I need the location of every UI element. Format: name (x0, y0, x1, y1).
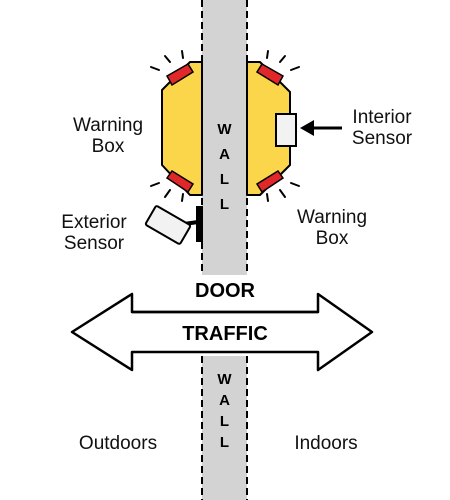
interior-sensor (275, 113, 342, 147)
indoors-label: Indoors (294, 433, 357, 454)
warning-box-right-top-light (255, 62, 285, 87)
wall-lower-letter: L (220, 413, 229, 430)
exterior-sensor-label-line1: Exterior (61, 212, 127, 233)
warning-box-left-bottom-light (165, 169, 195, 194)
interior-sensor-pointer-head (300, 120, 314, 136)
wall-lower-letter: A (219, 392, 230, 409)
warning-box-left-top-rays (150, 50, 184, 71)
traffic-arrow[interactable]: DOOR TRAFFIC (70, 280, 374, 372)
warning-box-left-label-line1: Warning (73, 115, 143, 136)
exterior-sensor-mount-plate (196, 206, 203, 242)
warning-box-right (246, 50, 300, 202)
exterior-sensor-body (144, 205, 192, 245)
wall-upper-letter: W (217, 121, 232, 138)
traffic-label: TRAFFIC (182, 323, 268, 345)
wall (201, 0, 248, 500)
warning-box-right-top-rays (266, 50, 300, 71)
warning-box-left-body (161, 61, 203, 196)
exterior-sensor-label-line2: Sensor (64, 233, 125, 254)
interior-sensor-label-line2: Sensor (352, 128, 413, 149)
warning-box-right-bottom-rays (266, 182, 300, 202)
door-label: DOOR (195, 280, 256, 302)
warning-box-left-bottom-rays (150, 182, 184, 202)
warning-box-left-top-light (165, 62, 195, 87)
wall-lower-letter: W (217, 371, 232, 388)
wall-upper-segment (202, 0, 247, 275)
wall-upper-letter: L (220, 171, 229, 188)
interior-sensor-label-line1: Interior (352, 107, 412, 128)
warning-box-right-label-line2: Box (316, 228, 349, 249)
wall-lower-letter: L (220, 434, 229, 451)
outdoors-label: Outdoors (79, 433, 157, 454)
warning-box-left (150, 50, 203, 202)
interior-sensor-body (275, 113, 297, 147)
wall-lower-segment (202, 356, 247, 500)
warning-box-left-label-line2: Box (92, 136, 125, 157)
warning-box-right-label-line1: Warning (297, 207, 367, 228)
warning-box-right-body (246, 61, 291, 196)
exterior-sensor (144, 205, 203, 245)
warning-box-right-bottom-light (255, 169, 285, 194)
wall-upper-letter: A (219, 146, 230, 163)
wall-upper-letter: L (220, 196, 229, 213)
